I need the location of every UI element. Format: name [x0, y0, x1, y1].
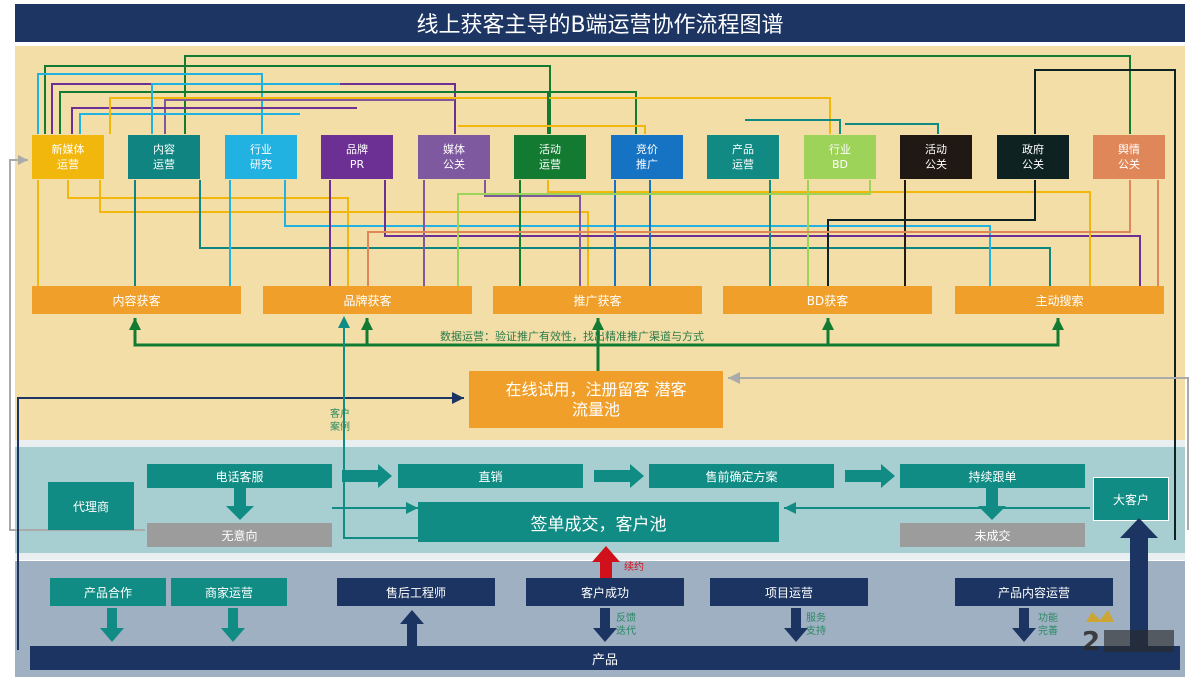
dept-bidding-promo[interactable]: 竞价 推广: [611, 135, 683, 179]
data-ops-note: 数据运营：验证推广有效性，找出精准推广渠道与方式: [440, 330, 704, 343]
dept-label: 产品 运营: [732, 143, 754, 171]
big-client-arrow-icon: [1120, 518, 1158, 646]
after-sales-box[interactable]: 售后工程师: [337, 578, 495, 606]
arrow-left-icon: [784, 502, 796, 514]
arrow-left-icon: [728, 372, 740, 384]
direct-sales-box[interactable]: 直销: [398, 464, 583, 488]
signed-client-pool[interactable]: 签单成交，客户池: [418, 502, 779, 542]
dept-media-pr[interactable]: 媒体 公关: [418, 135, 490, 179]
acq-search[interactable]: 主动搜索: [955, 286, 1164, 314]
big-client-box[interactable]: 大客户: [1093, 477, 1169, 521]
product-coop-box[interactable]: 产品合作: [50, 578, 166, 606]
dept-label: 活动 公关: [925, 143, 947, 171]
arrow-right-icon: [342, 464, 392, 488]
product-bar[interactable]: 产品: [30, 646, 1180, 670]
arrow-down-icon: [784, 608, 808, 642]
arrow-up-icon: [400, 610, 424, 646]
arrow-down-icon: [226, 488, 254, 520]
feedback-note: 反馈 迭代: [616, 613, 636, 637]
acq-brand[interactable]: 品牌获客: [263, 286, 472, 314]
arrow-up-icon: [822, 318, 834, 330]
arrow-down-icon: [978, 488, 1006, 520]
trial-pool[interactable]: 在线试用，注册留客 潜客 流量池: [469, 371, 723, 428]
dept-label: 行业 研究: [250, 143, 272, 171]
dept-content-ops[interactable]: 内容 运营: [128, 135, 200, 179]
arrow-down-icon: [1012, 608, 1036, 642]
arrow-right-icon: [18, 155, 28, 165]
acq-bd[interactable]: BD获客: [723, 286, 932, 314]
arrow-right-icon: [594, 464, 644, 488]
zone-divider: [15, 440, 1185, 447]
dept-gov-pr[interactable]: 政府 公关: [997, 135, 1069, 179]
service-note: 服务 支持: [806, 613, 826, 637]
renew-note: 续约: [624, 562, 644, 573]
arrow-down-icon: [100, 608, 124, 642]
phone-service-box[interactable]: 电话客服: [147, 464, 332, 488]
presales-box[interactable]: 售前确定方案: [649, 464, 834, 488]
not-closed-box[interactable]: 未成交: [900, 523, 1085, 547]
agent-box[interactable]: 代理商: [48, 482, 134, 530]
arrow-right-icon: [406, 502, 418, 514]
dept-label: 品牌 PR: [346, 143, 368, 171]
dept-event-ops[interactable]: 活动 运营: [514, 135, 586, 179]
dept-new-media[interactable]: 新媒体 运营: [32, 135, 104, 179]
dept-label: 行业 BD: [829, 143, 851, 171]
product-content-ops-box[interactable]: 产品内容运营: [955, 578, 1113, 606]
follow-up-box[interactable]: 持续跟单: [900, 464, 1085, 488]
dept-brand-pr[interactable]: 品牌 PR: [321, 135, 393, 179]
acq-promotion[interactable]: 推广获客: [493, 286, 702, 314]
dept-label: 新媒体 运营: [51, 143, 85, 171]
customer-success-box[interactable]: 客户成功: [526, 578, 684, 606]
project-ops-box[interactable]: 项目运营: [710, 578, 868, 606]
dept-label: 活动 运营: [539, 143, 561, 171]
no-intent-box[interactable]: 无意向: [147, 523, 332, 547]
arrow-up-icon: [361, 318, 373, 330]
dept-label: 媒体 公关: [443, 143, 465, 171]
arrow-up-icon: [129, 318, 141, 330]
renew-arrow-icon: [592, 546, 620, 578]
dept-opinion-pr[interactable]: 舆情 公关: [1093, 135, 1165, 179]
dept-event-pr[interactable]: 活动 公关: [900, 135, 972, 179]
svg-text:2: 2: [1082, 627, 1100, 657]
arrow-right-icon: [845, 464, 895, 488]
arrow-up-icon: [592, 318, 604, 330]
dept-label: 舆情 公关: [1118, 143, 1140, 171]
feature-note: 功能 完善: [1038, 613, 1058, 637]
dept-label: 政府 公关: [1022, 143, 1044, 171]
case-note: 客户 案例: [330, 409, 350, 433]
arrow-right-icon: [452, 392, 464, 404]
dept-industry-research[interactable]: 行业 研究: [225, 135, 297, 179]
arrow-down-icon: [221, 608, 245, 642]
page-title: 线上获客主导的B端运营协作流程图谱: [15, 4, 1185, 42]
arrow-up-icon: [338, 316, 350, 328]
merchant-ops-box[interactable]: 商家运营: [171, 578, 287, 606]
arrow-down-icon: [593, 608, 617, 642]
dept-industry-bd[interactable]: 行业 BD: [804, 135, 876, 179]
dept-label: 竞价 推广: [636, 143, 658, 171]
dept-label: 内容 运营: [153, 143, 175, 171]
dept-product-ops[interactable]: 产品 运营: [707, 135, 779, 179]
acq-content[interactable]: 内容获客: [32, 286, 241, 314]
arrow-up-icon: [1052, 318, 1064, 330]
